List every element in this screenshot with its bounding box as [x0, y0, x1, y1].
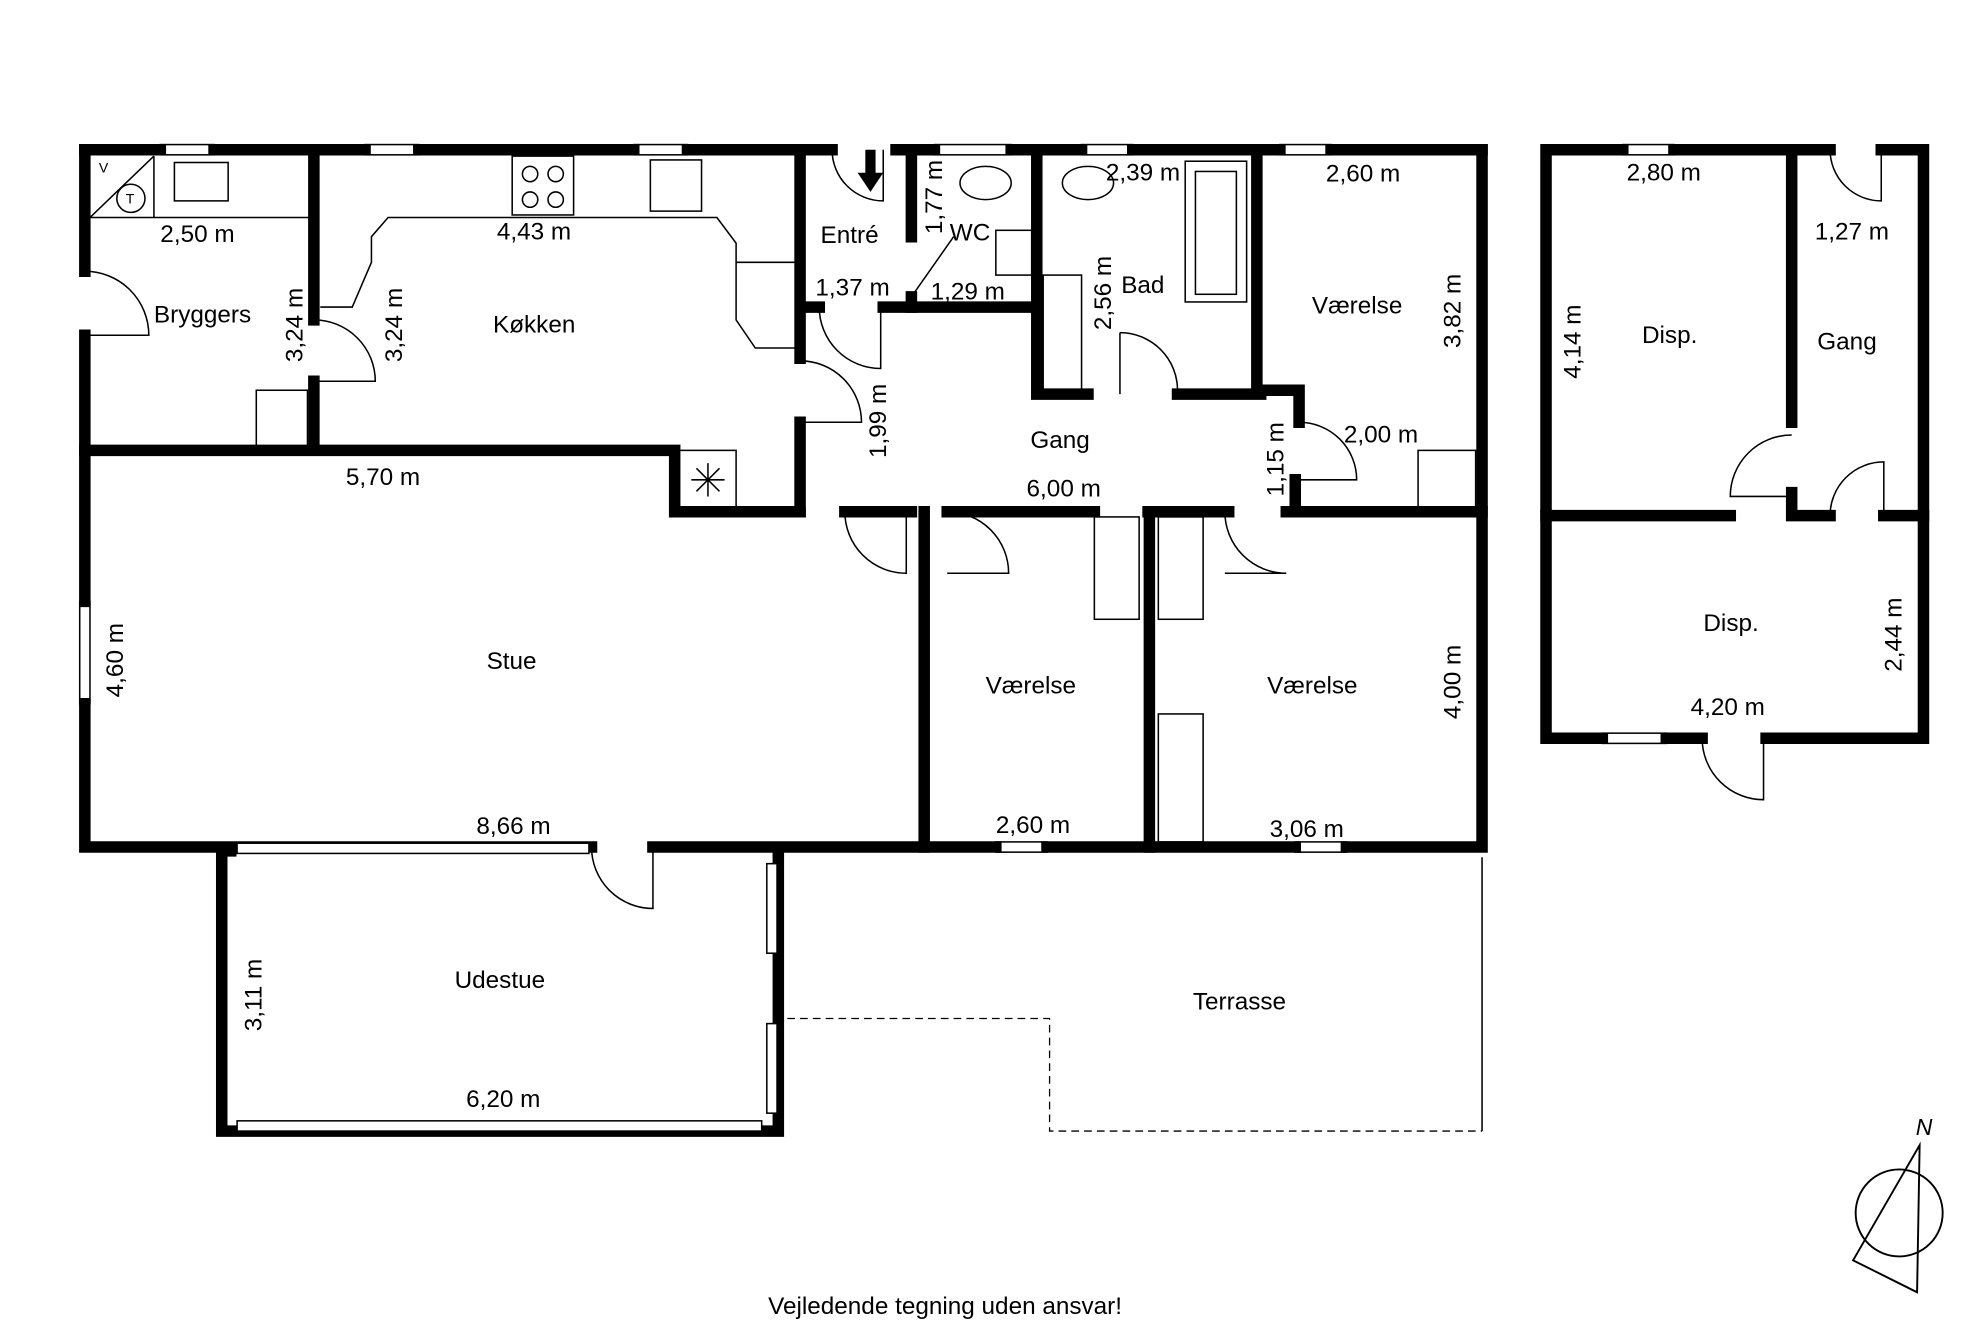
dim-stue-height: 4,60 m	[102, 623, 129, 697]
entrance-arrow-icon	[857, 149, 884, 192]
dim-stue-top: 5,70 m	[346, 464, 420, 491]
dim-stue-width: 8,66 m	[476, 813, 550, 840]
room-vaerelse-3: Værelse	[1267, 672, 1357, 699]
dim-entre-width: 1,37 m	[815, 275, 889, 302]
dryer-label: T	[126, 190, 135, 206]
terrace-outline	[774, 857, 1483, 1132]
room-bryggers: Bryggers	[154, 301, 251, 328]
dim-udestue-width: 6,20 m	[466, 1086, 540, 1113]
room-entre: Entré	[821, 222, 879, 249]
room-disp-1: Disp.	[1642, 322, 1697, 349]
dim-disp2-height: 2,44 m	[1881, 597, 1908, 671]
dim-gang-closet: 2,00 m	[1344, 422, 1418, 449]
dim-vaerelse3-height: 4,00 m	[1439, 645, 1466, 719]
dim-entre-height: 1,99 m	[865, 384, 892, 458]
room-vaerelse-2: Værelse	[986, 672, 1076, 699]
dim-disp1-height: 4,14 m	[1560, 304, 1587, 378]
dim-kokken-height: 3,24 m	[381, 288, 408, 362]
room-gang: Gang	[1030, 427, 1089, 454]
room-vaerelse-1: Værelse	[1312, 292, 1402, 319]
room-wc: WC	[950, 220, 990, 247]
room-terrasse: Terrasse	[1193, 989, 1286, 1016]
dim-vaerelse1-width: 2,60 m	[1326, 161, 1400, 188]
dim-wc-height: 1,77 m	[921, 160, 948, 234]
annex-walls	[1540, 143, 1930, 801]
dim-gang-annex-width: 1,27 m	[1815, 218, 1889, 245]
north-label: N	[1916, 1114, 1933, 1140]
room-kokken: Køkken	[493, 312, 575, 339]
room-gang-annex: Gang	[1817, 328, 1876, 355]
room-disp-2: Disp.	[1703, 610, 1758, 637]
washer-label: V	[99, 160, 109, 176]
dim-bryggers-width: 2,50 m	[160, 221, 234, 248]
walls	[79, 143, 1488, 1137]
dim-gang-width: 6,00 m	[1027, 475, 1101, 502]
dim-gang-height: 1,15 m	[1263, 422, 1290, 496]
room-stue: Stue	[487, 648, 537, 675]
room-udestue: Udestue	[455, 967, 546, 994]
dim-bryggers-height: 3,24 m	[281, 288, 308, 362]
dim-bad-width: 2,39 m	[1106, 159, 1180, 186]
dim-vaerelse3-width: 3,06 m	[1270, 816, 1344, 843]
udestue-windows	[236, 842, 778, 1132]
fixtures	[89, 155, 1477, 509]
doors	[84, 149, 1358, 910]
room-bad: Bad	[1121, 272, 1164, 299]
dim-wc-width: 1,29 m	[931, 278, 1005, 305]
room-labels: Bryggers Køkken Entré WC Bad Værelse Gan…	[154, 220, 1877, 1016]
dim-vaerelse1-height: 3,82 m	[1439, 274, 1466, 348]
footer-disclaimer: Vejledende tegning uden ansvar!	[768, 1293, 1122, 1320]
dim-vaerelse2-width: 2,60 m	[996, 812, 1070, 839]
dimension-labels: 2,50 m 3,24 m 4,43 m 3,24 m 1,37 m 1,99 …	[102, 159, 1908, 1112]
dim-udestue-height: 3,11 m	[240, 959, 267, 1031]
dim-disp1-width: 2,80 m	[1627, 159, 1701, 186]
north-compass-icon: N	[1851, 1114, 1944, 1294]
dim-disp2-width: 4,20 m	[1691, 694, 1765, 721]
dim-bad-height: 2,56 m	[1090, 256, 1117, 330]
dim-kokken-width: 4,43 m	[497, 218, 571, 245]
